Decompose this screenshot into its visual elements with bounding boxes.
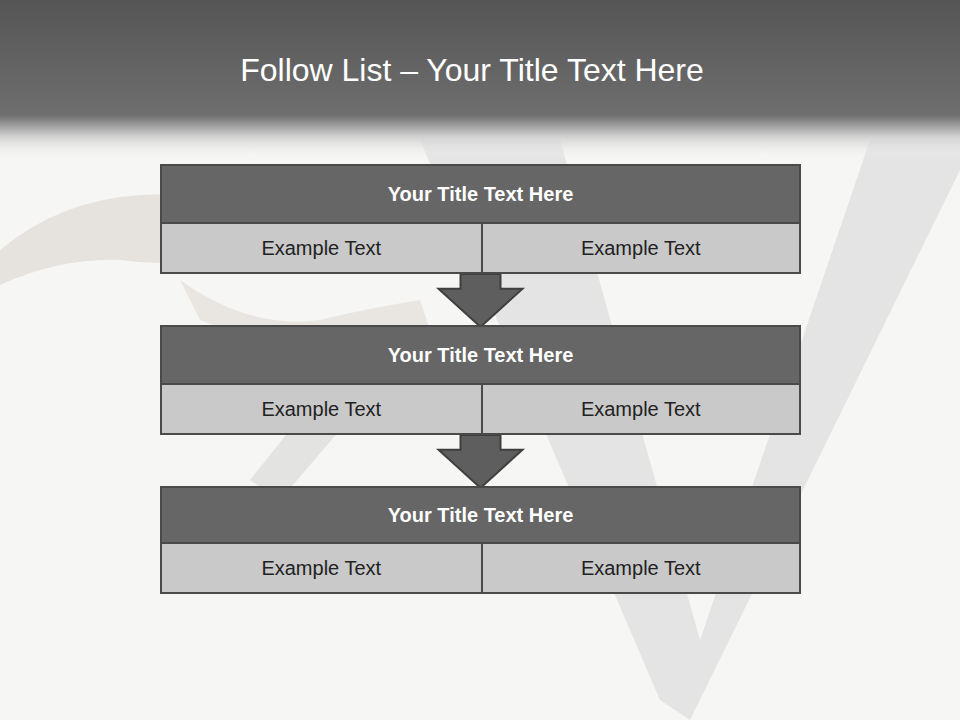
cell-text: Example Text [261, 557, 381, 580]
list-cell: Example Text [162, 222, 481, 272]
list-cell: Example Text [481, 383, 800, 433]
cell-text: Example Text [261, 398, 381, 421]
list-cell: Example Text [481, 222, 800, 272]
cell-text: Example Text [581, 237, 701, 260]
list-box: Your Title Text HereExample Text Example … [160, 486, 801, 594]
flow-arrow [439, 274, 523, 327]
box-heading: Your Title Text Here [162, 327, 799, 385]
list-box: Your Title Text HereExample Text Example … [160, 325, 801, 435]
list-cell: Example Text [162, 383, 481, 433]
box-heading: Your Title Text Here [162, 488, 799, 544]
box-heading: Your Title Text Here [162, 166, 799, 224]
slide-title: Follow List – Your Title Text Here [0, 52, 944, 89]
flow-arrow [439, 435, 523, 488]
list-cell: Example Text [162, 542, 481, 592]
list-box: Your Title Text HereExample Text Example … [160, 164, 801, 274]
cell-text: Example Text [581, 557, 701, 580]
cell-text: Example Text [261, 237, 381, 260]
cell-text: Example Text [581, 398, 701, 421]
list-cell: Example Text [481, 542, 800, 592]
